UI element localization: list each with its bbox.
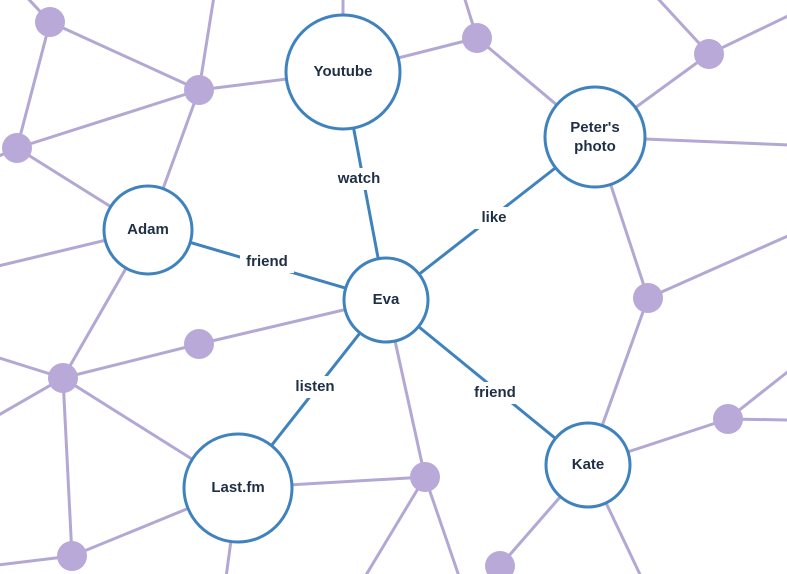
node-lastfm: Last.fm: [182, 432, 294, 544]
node-label-kate: Kate: [572, 456, 605, 473]
small-node: [184, 329, 214, 359]
entity-nodes: Youtube Peter's photo Adam Eva Last.fm K…: [102, 13, 647, 544]
edge-label-like: like: [481, 209, 506, 226]
small-node: [2, 133, 32, 163]
node-eva: Eva: [342, 256, 430, 344]
small-node: [462, 23, 492, 53]
node-label-lastfm: Last.fm: [211, 479, 264, 496]
node-peters-photo: Peter's photo: [543, 85, 647, 189]
node-kate: Kate: [544, 421, 632, 509]
small-node: [633, 283, 663, 313]
edge-label-friend-kate: friend: [474, 384, 516, 401]
edge-label-watch: watch: [337, 170, 381, 187]
small-nodes: [2, 7, 743, 574]
node-label-peters-photo-line1: Peter's: [570, 119, 619, 136]
small-node: [57, 541, 87, 571]
node-label-eva: Eva: [373, 291, 400, 308]
edge-labels: watch like friend listen friend: [240, 168, 522, 404]
edge-label-friend-adam: friend: [246, 253, 288, 270]
small-node: [713, 404, 743, 434]
node-label-youtube: Youtube: [314, 63, 373, 80]
small-node: [48, 363, 78, 393]
node-label-adam: Adam: [127, 221, 169, 238]
small-node: [184, 75, 214, 105]
small-node: [35, 7, 65, 37]
node-label-peters-photo-line2: photo: [574, 138, 616, 155]
small-node: [485, 551, 515, 574]
small-node: [694, 39, 724, 69]
node-adam: Adam: [102, 184, 194, 276]
node-youtube: Youtube: [284, 13, 402, 131]
edge-label-listen: listen: [295, 378, 334, 395]
small-node: [410, 462, 440, 492]
